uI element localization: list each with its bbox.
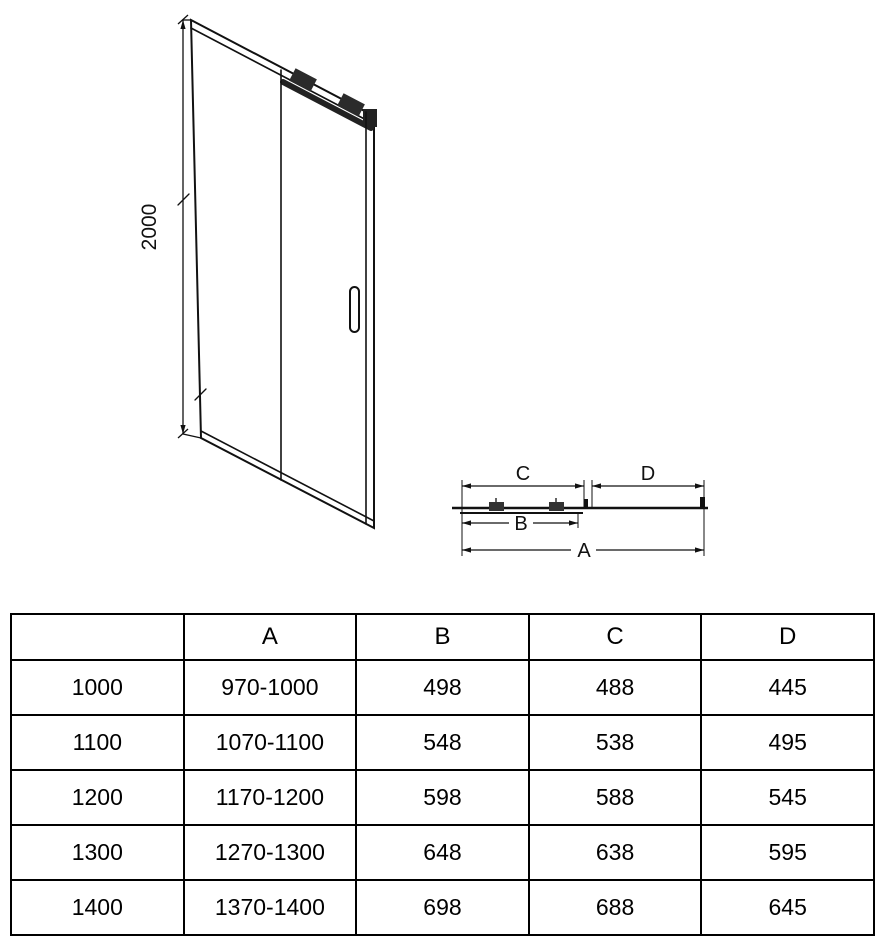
arrow-down-icon <box>180 425 186 434</box>
height-dimension-label: 2000 <box>138 204 161 251</box>
arrow-right-icon <box>569 520 578 526</box>
table-header-row: A B C D <box>10 613 875 661</box>
header-cell-d: D <box>700 613 875 661</box>
dim-d-label: D <box>641 463 655 485</box>
table-row: 1000 970-1000 498 488 445 <box>10 659 875 716</box>
arrow-up-icon <box>180 20 186 29</box>
table-cell: 1400 <box>10 879 185 936</box>
door-technical-drawing: 2000 C D <box>138 14 708 562</box>
table-cell: 445 <box>700 659 875 716</box>
header-cell-a: A <box>182 613 358 661</box>
table-cell: 595 <box>700 824 875 881</box>
dimension-b: B <box>462 513 578 535</box>
table-row: 1200 1170-1200 598 588 545 <box>10 769 875 826</box>
dim-b-label: B <box>514 513 527 535</box>
table-row: 1100 1070-1100 548 538 495 <box>10 714 875 771</box>
dimension-c: C <box>462 463 584 489</box>
door-elevation-view <box>177 18 377 530</box>
table-cell: 538 <box>527 714 703 771</box>
header-cell-size <box>10 613 185 661</box>
arrow-left-icon <box>462 483 471 489</box>
table-cell: 638 <box>527 824 703 881</box>
table-cell: 545 <box>700 769 875 826</box>
table-cell: 598 <box>355 769 530 826</box>
dim-c-label: C <box>516 463 530 485</box>
table-row: 1400 1370-1400 698 688 645 <box>10 879 875 936</box>
arrow-right-icon <box>695 483 704 489</box>
table-cell: 1170-1200 <box>182 769 358 826</box>
wall-bracket-icon <box>363 109 377 127</box>
table-cell: 588 <box>527 769 703 826</box>
extension-line <box>182 433 202 439</box>
arrow-right-icon <box>695 547 704 553</box>
table-cell: 1300 <box>10 824 185 881</box>
table-cell: 488 <box>527 659 703 716</box>
dim-a-label: A <box>577 540 591 562</box>
table-cell: 1270-1300 <box>182 824 358 881</box>
table-cell: 1000 <box>10 659 185 716</box>
arrow-right-icon <box>575 483 584 489</box>
height-dimension: 2000 <box>138 14 202 439</box>
table-cell: 970-1000 <box>182 659 358 716</box>
dimension-d: D <box>592 463 704 489</box>
table-cell: 688 <box>527 879 703 936</box>
door-plan-view: C D B A <box>452 463 708 562</box>
arrow-left-icon <box>592 483 601 489</box>
plan-roller-icon <box>489 502 504 511</box>
wall-profile-mark <box>700 497 705 509</box>
roller-icon <box>337 93 365 117</box>
slider-top-bar <box>280 79 374 131</box>
table-cell: 548 <box>355 714 530 771</box>
table-cell: 1370-1400 <box>182 879 358 936</box>
anchor-tick <box>194 388 207 401</box>
header-cell-b: B <box>355 613 530 661</box>
plan-roller-icon <box>549 502 564 511</box>
table-cell: 495 <box>700 714 875 771</box>
bottom-track-line <box>200 430 375 522</box>
table-cell: 1070-1100 <box>182 714 358 771</box>
table-cell: 648 <box>355 824 530 881</box>
table-cell: 1100 <box>10 714 185 771</box>
table-cell: 498 <box>355 659 530 716</box>
end-tick <box>177 14 189 25</box>
panel-edge-mark <box>584 499 588 509</box>
roller-icon <box>289 68 317 92</box>
arrow-left-icon <box>462 547 471 553</box>
size-table: A B C D 1000 970-1000 498 488 445 1100 1… <box>10 613 875 936</box>
dimension-a: A <box>462 540 704 562</box>
table-cell: 645 <box>700 879 875 936</box>
arrow-left-icon <box>462 520 471 526</box>
table-cell: 698 <box>355 879 530 936</box>
header-cell-c: C <box>527 613 703 661</box>
door-handle <box>349 286 360 333</box>
table-cell: 1200 <box>10 769 185 826</box>
table-row: 1300 1270-1300 648 638 595 <box>10 824 875 881</box>
